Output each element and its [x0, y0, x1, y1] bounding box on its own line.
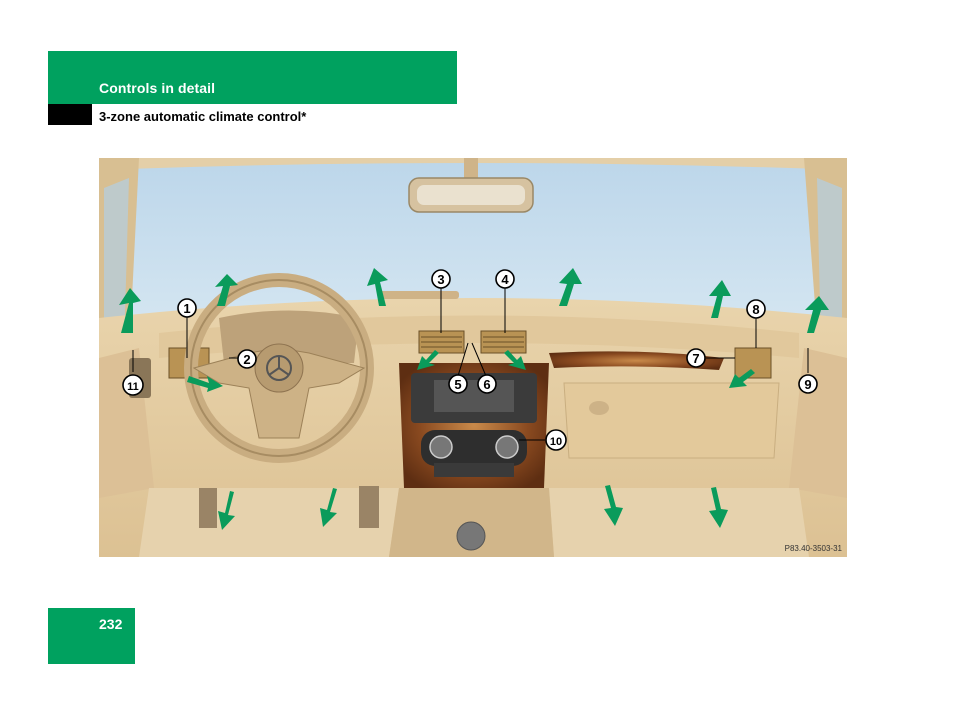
defrost-vent	[379, 291, 459, 299]
steering-wheel-edge	[190, 279, 368, 457]
glove-box-handle	[589, 401, 609, 415]
right-knob	[495, 435, 519, 459]
figure-code: P83.40-3503-31	[785, 544, 843, 553]
callout-9: 9	[798, 374, 818, 394]
svg-text:9: 9	[804, 377, 811, 392]
svg-text:4: 4	[501, 272, 509, 287]
svg-text:6: 6	[483, 377, 490, 392]
callout-11: 11	[122, 374, 144, 396]
mirror-glass	[417, 185, 525, 205]
dashboard-svg: 1 2 3 4 5 6 7 8 9 10 11 P83.40	[99, 158, 847, 557]
svg-text:5: 5	[454, 377, 461, 392]
svg-text:10: 10	[550, 436, 562, 448]
callout-3: 3	[431, 269, 451, 289]
pedal-right	[359, 486, 379, 528]
arrow-up-center-right	[559, 268, 582, 306]
callout-2: 2	[237, 349, 257, 369]
roof-liner	[99, 158, 847, 170]
glove-box	[563, 382, 780, 459]
section-marker	[48, 104, 92, 125]
arrow-up-center-left	[367, 268, 388, 306]
wood-trim-right	[549, 351, 724, 370]
callout-8: 8	[746, 299, 766, 319]
arrow-vent-center-left	[417, 350, 439, 370]
callout-4: 4	[495, 269, 515, 289]
svg-text:11: 11	[127, 381, 139, 393]
arrow-down-4	[709, 487, 728, 528]
display-screen	[434, 380, 514, 412]
arrow-vent-left	[187, 376, 223, 392]
airflow-arrows	[119, 268, 829, 530]
callout-5: 5	[448, 374, 468, 394]
svg-text:8: 8	[752, 302, 759, 317]
subsection-title: 3-zone automatic climate control*	[99, 109, 307, 124]
instrument-cluster	[219, 310, 359, 363]
arrow-up-far-right	[805, 296, 829, 333]
svg-text:1: 1	[183, 301, 190, 316]
console-controller	[456, 521, 486, 551]
arrow-down-1	[218, 491, 235, 530]
callout-6: 6	[477, 374, 497, 394]
svg-text:7: 7	[692, 351, 699, 366]
svg-text:2: 2	[243, 352, 250, 367]
star-emblem	[266, 355, 292, 381]
left-knob	[429, 435, 453, 459]
arrow-down-2	[320, 488, 337, 527]
callout-10: 10	[545, 429, 567, 451]
mirror-mount	[464, 158, 478, 180]
leader-lines	[132, 288, 809, 441]
arrow-up-right	[709, 280, 731, 318]
arrow-vent-center-right	[504, 350, 526, 370]
callout-7: 7	[686, 348, 706, 368]
arrow-down-3	[604, 485, 623, 526]
section-title: Controls in detail	[99, 80, 216, 96]
button-strip	[434, 463, 514, 477]
left-side-window	[104, 178, 129, 353]
page-tab	[48, 608, 135, 664]
dashboard-illustration: 1 2 3 4 5 6 7 8 9 10 11 P83.40	[99, 158, 847, 557]
header-band	[48, 51, 457, 104]
page-number: 232	[99, 616, 123, 632]
arrow-vent-right	[729, 369, 755, 388]
pedal-left	[199, 488, 217, 528]
callout-1: 1	[177, 298, 197, 318]
arrow-up-left	[215, 274, 238, 306]
svg-text:3: 3	[437, 272, 444, 287]
passenger-footwell	[549, 488, 809, 557]
arrow-up-far-left	[119, 288, 141, 333]
